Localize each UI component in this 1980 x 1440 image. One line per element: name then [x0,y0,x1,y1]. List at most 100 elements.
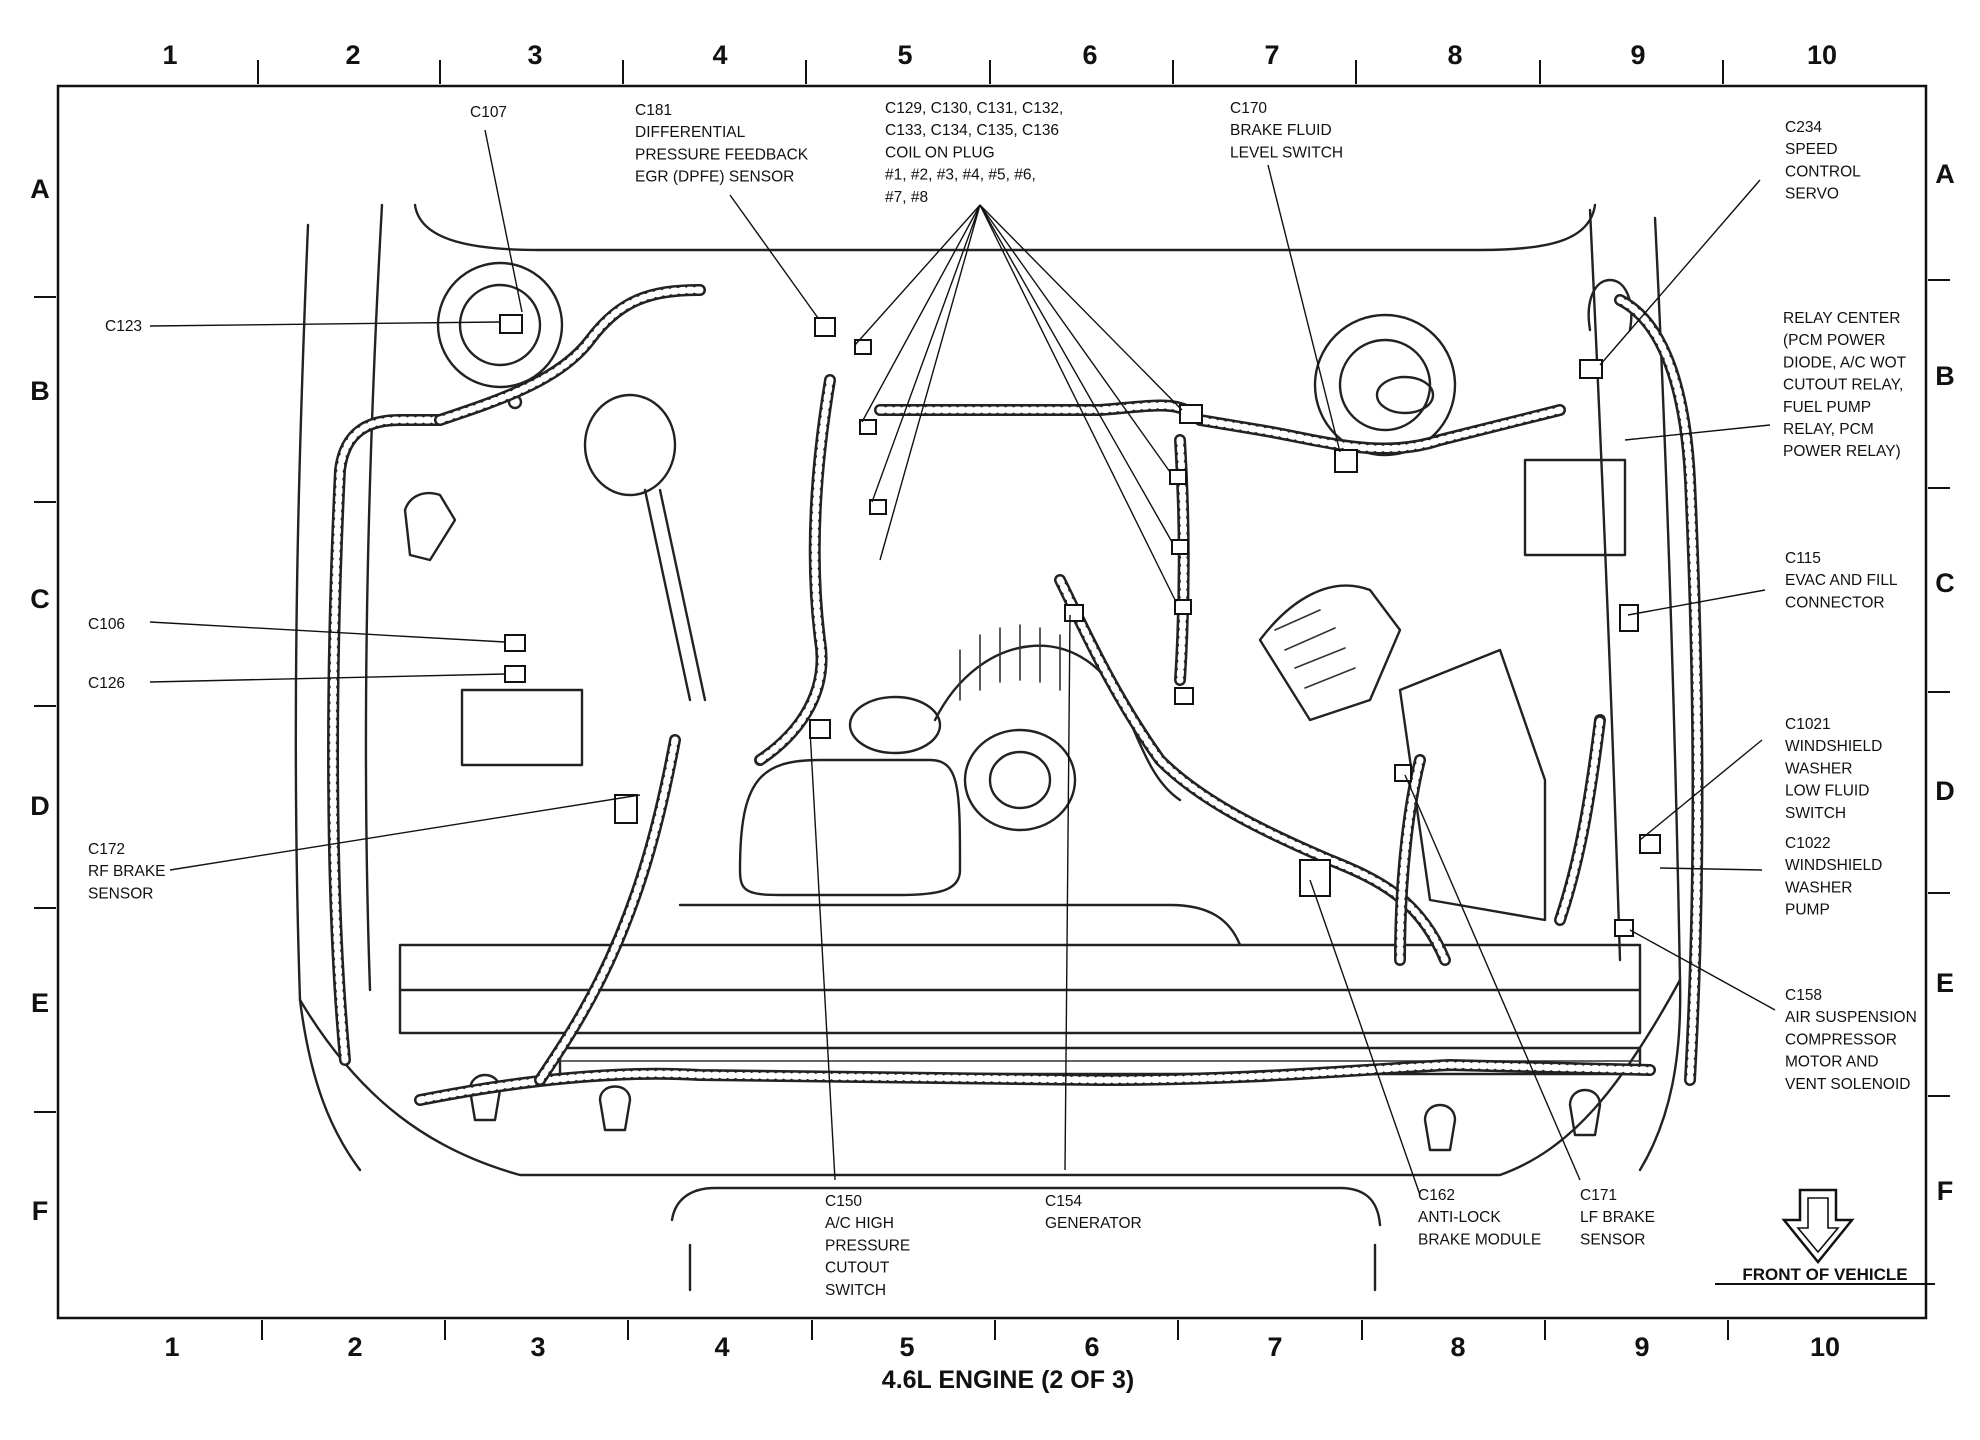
grid-column-label-top: 10 [1807,40,1837,70]
callout-line: #1, #2, #3, #4, #5, #6, [885,167,1036,184]
grid-column-label-top: 1 [162,40,177,70]
callout-line: CUTOUT RELAY, [1783,377,1903,394]
callout-line: C171 [1580,1187,1617,1204]
grid-column-label-top: 4 [712,40,727,70]
callout-line: C1022 [1785,835,1831,852]
grid-row-label-left: A [30,174,50,204]
callout-line: C107 [470,104,507,121]
grid-row-label-left: E [31,988,49,1018]
callout-line: LEVEL SWITCH [1230,144,1343,161]
grid-column-label-bottom: 10 [1810,1332,1840,1362]
callout-line: ANTI-LOCK [1418,1209,1501,1226]
callout-line: C126 [88,675,125,692]
grid-row-label-right: C [1935,568,1955,598]
callout-line: C154 [1045,1193,1082,1210]
callout-line: C106 [88,616,125,633]
callout-line: EVAC AND FILL [1785,572,1898,589]
callout-line: C133, C134, C135, C136 [885,122,1059,139]
callout-line: VENT SOLENOID [1785,1076,1910,1093]
callout-line: C115 [1785,550,1821,567]
grid-column-label-bottom: 6 [1084,1332,1099,1362]
grid-column-label-top: 9 [1630,40,1645,70]
wiring-harness [327,284,1704,1106]
callout-line: SPEED [1785,141,1838,158]
callout-line: C1021 [1785,716,1831,733]
callout-line: SENSOR [88,885,153,902]
grid-row-label-right: D [1935,776,1955,806]
callout-line: PRESSURE FEEDBACK [635,146,809,163]
front-of-vehicle-label: FRONT OF VEHICLE [1742,1265,1907,1284]
grid-column-label-bottom: 7 [1267,1332,1282,1362]
callout-line: GENERATOR [1045,1215,1142,1232]
callout-line: C170 [1230,100,1267,117]
grid-column-label-top: 5 [897,40,912,70]
grid-column-label-top: 3 [527,40,542,70]
callout-line: C234 [1785,119,1822,136]
grid-column-label-top: 8 [1447,40,1462,70]
callout-c126: C126 [88,675,125,692]
grid-column-label-top: 6 [1082,40,1097,70]
callout-line: C158 [1785,987,1822,1004]
callout-line: A/C HIGH [825,1215,894,1232]
grid-column-label-bottom: 4 [714,1332,729,1362]
callout-line: SWITCH [825,1282,886,1299]
grid-row-label-left: D [30,791,50,821]
front-of-vehicle-icon [1781,1188,1855,1264]
grid-ticks [34,60,1950,1340]
diagram-title: 4.6L ENGINE (2 OF 3) [882,1366,1134,1394]
callout-line: C162 [1418,1187,1455,1204]
callout-line: DIFFERENTIAL [635,124,746,141]
callout-line: BRAKE FLUID [1230,122,1332,139]
callout-line: PRESSURE [825,1237,910,1254]
callout-line: SERVO [1785,186,1839,203]
callout-line: RELAY, PCM [1783,421,1874,438]
callout-line: MOTOR AND [1785,1054,1879,1071]
grid-column-label-bottom: 1 [164,1332,179,1362]
grid-column-label-top: 2 [345,40,360,70]
engine-illustration [294,203,1682,1292]
callout-line: CONNECTOR [1785,594,1885,611]
callout-line: C123 [105,318,142,335]
callout-line: BRAKE MODULE [1418,1231,1541,1248]
callout-coil: C129, C130, C131, C132,C133, C134, C135,… [885,100,1063,206]
grid-column-label-bottom: 3 [530,1332,545,1362]
callout-c106: C106 [88,616,125,633]
callout-line: CONTROL [1785,163,1861,180]
callout-line: DIODE, A/C WOT [1783,354,1907,371]
diagram-frame [56,84,1928,1320]
callout-line: #7, #8 [885,189,928,206]
callout-line: LOW FLUID [1785,783,1869,800]
callout-line: WINDSHIELD [1785,857,1882,874]
callout-line: FUEL PUMP [1783,399,1871,416]
grid-column-label-bottom: 2 [347,1332,362,1362]
grid-column-label-top: 7 [1264,40,1279,70]
callout-line: C150 [825,1193,862,1210]
grid-row-label-left: B [30,376,50,406]
callout-c123: C123 [105,318,142,335]
callout-line: WASHER [1785,760,1852,777]
connectors [499,314,1661,937]
grid-row-label-right: F [1937,1176,1954,1206]
callout-line: LF BRAKE [1580,1209,1655,1226]
callout-line: (PCM POWER [1783,332,1885,349]
callout-c107: C107 [470,104,507,121]
grid-row-label-right: B [1935,361,1955,391]
callout-line: C181 [635,102,672,119]
grid-row-label-left: C [30,584,50,614]
callout-line: EGR (DPFE) SENSOR [635,169,794,186]
callout-line: CUTOUT [825,1260,890,1277]
leader-lines [149,129,1776,1196]
